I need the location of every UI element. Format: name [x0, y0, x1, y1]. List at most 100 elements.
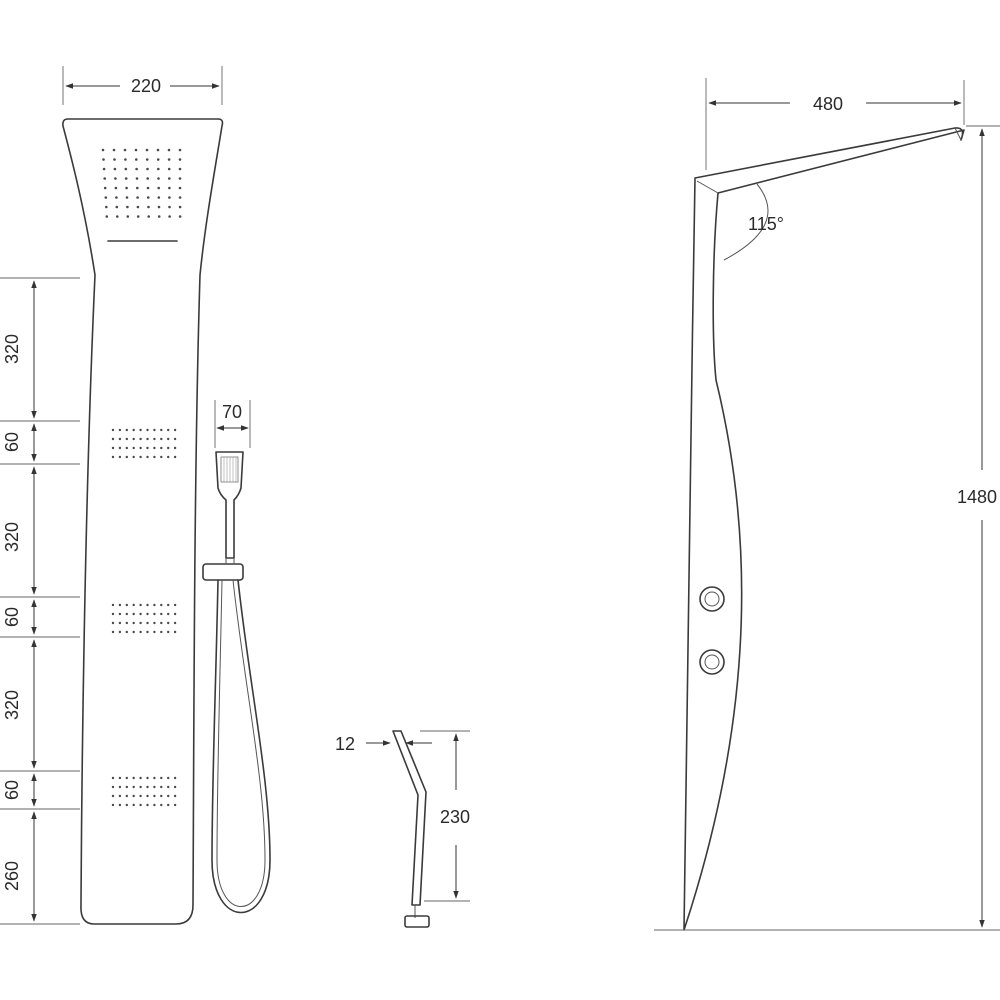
nozzle-dot [160, 437, 163, 441]
dim-label-1: 320 [2, 334, 22, 364]
nozzle-dot [139, 803, 142, 807]
nozzle-dot [132, 776, 135, 780]
nozzle-dot [167, 148, 171, 152]
nozzle-dot [160, 794, 163, 798]
nozzle-dot [125, 776, 128, 780]
nozzle-dot [125, 621, 128, 625]
nozzle-dot [125, 446, 128, 450]
nozzle-dot [153, 794, 156, 798]
nozzle-dot [173, 428, 177, 432]
nozzle-dot [146, 177, 149, 180]
nozzle-dot [125, 612, 128, 616]
nozzle-dot [118, 612, 122, 616]
dim-label-2: 60 [2, 432, 22, 452]
nozzle-dot [167, 776, 170, 780]
nozzle-dot [160, 612, 163, 616]
nozzle-dot [153, 776, 156, 780]
nozzle-dot [168, 205, 171, 209]
nozzle-dot [115, 205, 119, 209]
nozzle-dot [132, 630, 135, 634]
side-jet-1 [699, 586, 725, 612]
width-label: 220 [131, 76, 161, 96]
nozzle-dot [160, 428, 163, 432]
nozzle-dot [178, 148, 182, 152]
nozzle-dot [116, 215, 119, 218]
nozzle-dot [167, 803, 170, 807]
nozzle-dot [173, 455, 177, 459]
nozzle-dot [178, 205, 182, 209]
nozzle-dot [111, 446, 115, 450]
nozzle-dot [136, 215, 140, 218]
nozzle-dot [157, 177, 160, 180]
nozzle-dot [146, 803, 149, 807]
nozzle-dot [132, 428, 135, 432]
nozzle-dot [139, 603, 142, 607]
nozzle-dot [146, 455, 149, 459]
dim-label-5: 320 [2, 690, 22, 720]
nozzle-dot [153, 428, 156, 432]
nozzle-dot [111, 776, 115, 780]
nozzle-dot [139, 776, 142, 780]
nozzle-dot [145, 148, 149, 152]
handshower-width-label: 70 [222, 402, 242, 422]
nozzle-dot [118, 446, 122, 450]
nozzle-dot [160, 455, 163, 459]
nozzle-dot [160, 803, 163, 807]
nozzle-dot [146, 776, 149, 780]
bracket-thickness-label: 12 [335, 734, 355, 754]
nozzle-dot [125, 603, 128, 607]
nozzle-dot [157, 205, 161, 209]
nozzle-dot [173, 803, 177, 807]
nozzle-dot [111, 621, 115, 625]
nozzle-dot [111, 428, 115, 432]
nozzle-dot [125, 803, 128, 807]
nozzle-dot [160, 621, 163, 625]
nozzle-dot [124, 167, 128, 171]
nozzle-dot [118, 785, 122, 789]
nozzle-dot [178, 177, 182, 180]
nozzle-dot [157, 167, 160, 171]
nozzle-dot [167, 437, 170, 441]
nozzle-dot [157, 215, 161, 218]
nozzle-dot [111, 803, 115, 807]
nozzle-dot [139, 785, 142, 789]
nozzle-dot [103, 177, 106, 180]
nozzle-dot [139, 621, 142, 625]
nozzle-dot [153, 803, 156, 807]
vertical-dimension-chain: 320 60 320 60 320 60 260 [0, 277, 80, 925]
angle-arc [723, 183, 769, 261]
nozzle-dot [125, 794, 128, 798]
nozzle-dot [125, 455, 128, 459]
nozzle-dot [126, 205, 129, 209]
nozzle-dot [146, 630, 149, 634]
nozzle-dot [168, 186, 171, 190]
nozzle-dot [168, 196, 171, 199]
nozzle-dot [146, 603, 149, 607]
nozzle-dot [136, 205, 140, 209]
nozzle-dot [111, 603, 115, 607]
nozzle-dot [132, 455, 135, 459]
nozzle-dot [146, 785, 149, 789]
nozzle-dot [114, 177, 117, 180]
nozzle-dot [124, 158, 127, 161]
bracket-height-label: 230 [440, 807, 470, 827]
nozzle-dot [118, 630, 122, 634]
nozzle-dot [125, 785, 128, 789]
front-view: 220 70 320 60 320 60 320 [0, 66, 271, 925]
nozzle-dot [125, 437, 128, 441]
side-jet-2 [699, 649, 725, 675]
hand-shower [202, 451, 244, 581]
nozzle-dot [118, 603, 122, 607]
nozzle-dot [153, 785, 156, 789]
dim-label-6: 60 [2, 780, 22, 800]
nozzle-dot [153, 621, 156, 625]
nozzle-dot [160, 776, 163, 780]
nozzle-dot [136, 196, 139, 199]
nozzle-dot [146, 167, 149, 171]
nozzle-dot [118, 455, 122, 459]
nozzle-dot [153, 446, 156, 450]
nozzle-dot [160, 630, 163, 634]
nozzle-dot [113, 167, 117, 171]
nozzle-dot [132, 603, 135, 607]
nozzle-dot [125, 630, 128, 634]
